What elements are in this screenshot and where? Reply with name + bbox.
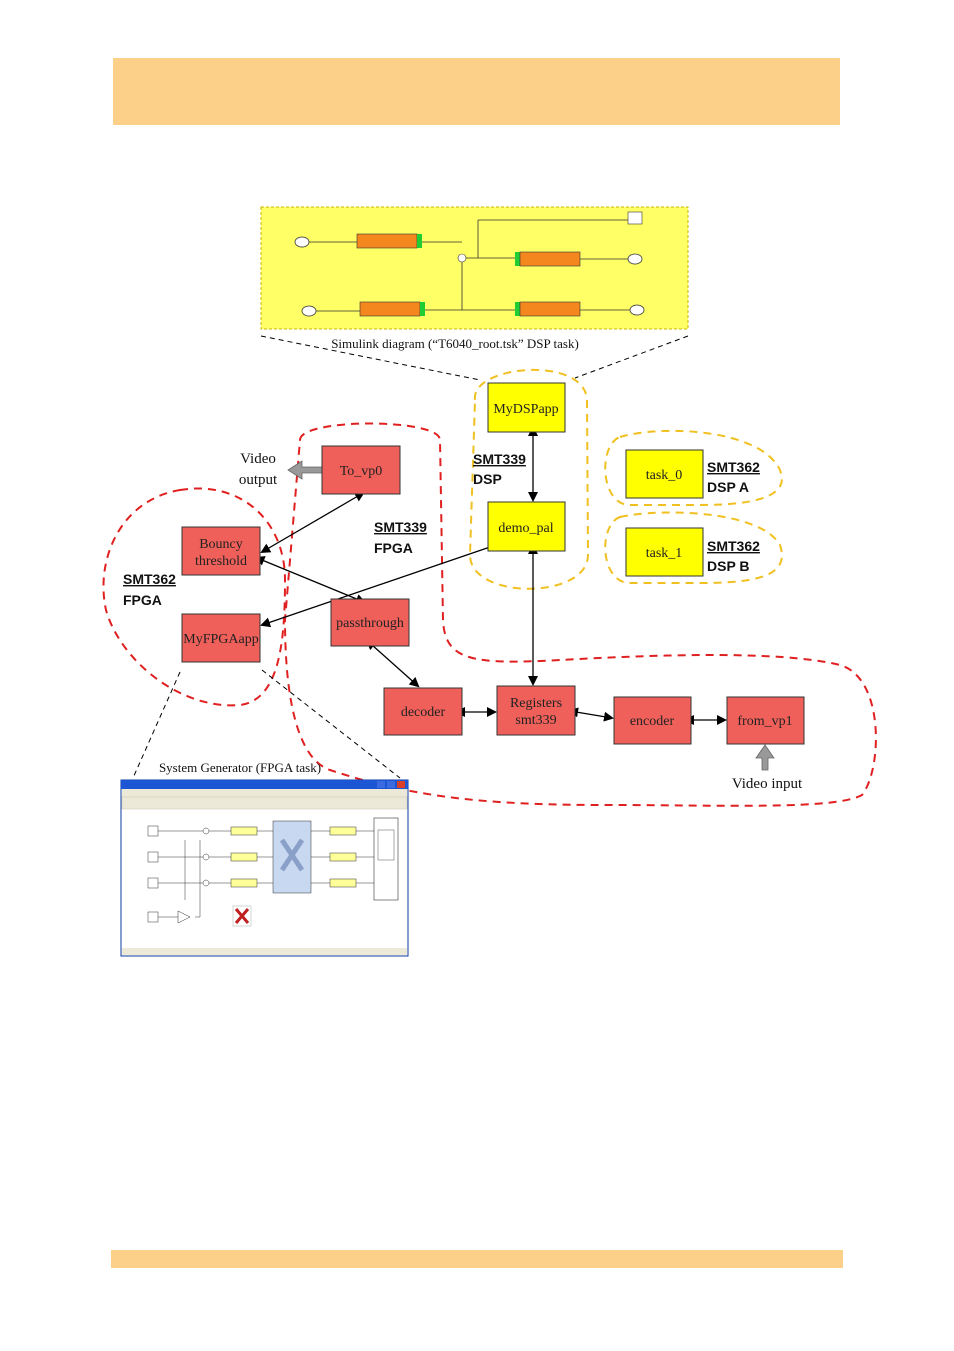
sysgen-window-thumbnail <box>120 779 409 957</box>
block-encoder[interactable]: encoder <box>613 696 692 745</box>
callout-line-sysgen-right <box>261 669 401 779</box>
group-smt339-fpga <box>283 422 877 807</box>
block-registers-label-2: smt339 <box>515 713 556 728</box>
block-demo-pal[interactable]: demo_pal <box>487 501 566 552</box>
callout-line-right <box>574 335 689 379</box>
block-passthrough-label: passthrough <box>336 616 404 631</box>
block-task-0[interactable]: task_0 <box>625 449 704 499</box>
block-task-0-label: task_0 <box>646 468 683 483</box>
block-passthrough[interactable]: passthrough <box>330 598 410 647</box>
label-smt339-fpga-1: SMT339 <box>374 519 427 535</box>
block-bouncy-label-1: Bouncy <box>199 537 243 552</box>
block-from-vp1-label: from_vp1 <box>737 714 792 729</box>
label-smt362-dsp-a-1: SMT362 <box>707 459 760 475</box>
xilinx-logo-icon <box>232 905 252 927</box>
sysgen-caption: System Generator (FPGA task) <box>159 760 321 775</box>
block-task-1-label: task_1 <box>646 546 683 561</box>
block-encoder-label: encoder <box>630 714 675 729</box>
label-smt362-fpga-1: SMT362 <box>123 571 176 587</box>
block-registers-smt339[interactable]: Registers smt339 <box>496 685 576 736</box>
block-myfpgaapp[interactable]: MyFPGAapp <box>181 613 261 663</box>
block-to-vp0[interactable]: To_vp0 <box>321 445 401 495</box>
footer-band <box>111 1250 843 1268</box>
simulink-diagram-thumbnail <box>260 206 689 330</box>
block-demo-pal-label: demo_pal <box>498 521 553 536</box>
callout-line-left <box>260 335 481 381</box>
label-smt339-fpga-2: FPGA <box>374 540 413 556</box>
connections <box>254 426 727 725</box>
group-smt362-dsp-b <box>604 511 783 584</box>
block-decoder-label: decoder <box>401 705 446 720</box>
label-smt362-fpga-2: FPGA <box>123 592 162 608</box>
label-smt362-dsp-a-2: DSP A <box>707 479 749 495</box>
up-arrow-icon <box>755 744 775 771</box>
label-smt362-dsp-b-1: SMT362 <box>707 538 760 554</box>
callout-line-sysgen-left <box>132 671 181 779</box>
block-decoder[interactable]: decoder <box>383 687 463 736</box>
block-from-vp1[interactable]: from_vp1 <box>726 696 805 745</box>
block-bouncy-threshold[interactable]: Bouncy threshold <box>181 526 261 576</box>
block-myfpgaapp-label: MyFPGAapp <box>183 632 258 647</box>
video-output-label-2: output <box>239 472 278 488</box>
simulink-caption: Simulink diagram (“T6040_root.tsk” DSP t… <box>331 336 579 351</box>
label-smt339-dsp-1: SMT339 <box>473 451 526 467</box>
header-band <box>113 58 840 125</box>
video-input-label: Video input <box>732 776 803 792</box>
label-smt362-dsp-b-2: DSP B <box>707 558 750 574</box>
group-smt362-dsp-a <box>604 429 783 506</box>
block-mydspapp-label: MyDSPapp <box>493 402 558 417</box>
block-to-vp0-label: To_vp0 <box>340 464 383 479</box>
block-mydspapp[interactable]: MyDSPapp <box>487 382 566 433</box>
block-task-1[interactable]: task_1 <box>625 527 704 577</box>
left-arrow-icon <box>287 460 323 480</box>
label-smt339-dsp-2: DSP <box>473 471 502 487</box>
block-registers-label-1: Registers <box>510 696 562 711</box>
block-bouncy-label-2: threshold <box>195 554 247 569</box>
video-output-label-1: Video <box>240 451 276 467</box>
